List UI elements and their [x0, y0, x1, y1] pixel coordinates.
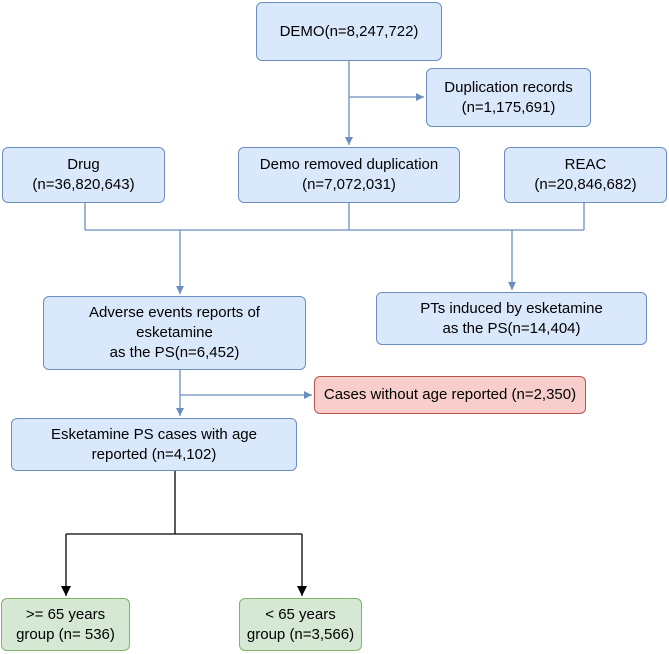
drug-count: (n=36,820,643) [32, 176, 135, 193]
reac-count: (n=20,846,682) [534, 176, 637, 193]
duplication-records-box: Duplication records (n=1,175,691) [426, 68, 591, 127]
demo-label: DEMO(n=8,247,722) [279, 22, 419, 40]
lt65-line2: group (n=3,566) [246, 625, 355, 643]
pts-induced-box: PTs induced by esketamine as the PS(n=14… [376, 292, 647, 345]
adverse-events-line3: as the PS(n=6,452) [109, 344, 240, 361]
duplication-label: Duplication records [444, 78, 573, 96]
lt65-line1: < 65 years [265, 605, 336, 623]
cases-without-age-label: Cases without age reported (n=2,350) [323, 386, 577, 403]
ge65-group-box: >= 65 years group (n= 536) [1, 598, 130, 651]
lt65-group-box: < 65 years group (n=3,566) [239, 598, 362, 651]
adverse-events-box: Adverse events reports of esketamine as … [43, 296, 306, 370]
ge65-line2: group (n= 536) [16, 625, 115, 643]
demo-removed-label: Demo removed duplication [259, 156, 439, 173]
adverse-events-line1: Adverse events reports of [89, 304, 260, 321]
drug-box: Drug (n=36,820,643) [2, 147, 165, 203]
reac-box: REAC (n=20,846,682) [504, 147, 667, 203]
demo-box: DEMO(n=8,247,722) [256, 2, 442, 61]
pts-induced-line1: PTs induced by esketamine [420, 299, 603, 317]
demo-removed-box: Demo removed duplication (n=7,072,031) [238, 147, 460, 203]
cases-without-age-box: Cases without age reported (n=2,350) [314, 376, 586, 414]
cases-with-age-box: Esketamine PS cases with age reported (n… [11, 418, 297, 471]
pts-induced-line2: as the PS(n=14,404) [442, 319, 581, 337]
cases-with-age-line2: reported (n=4,102) [91, 445, 217, 463]
drug-label: Drug [67, 156, 100, 173]
cases-with-age-line1: Esketamine PS cases with age [51, 425, 257, 443]
duplication-count: (n=1,175,691) [461, 98, 556, 116]
adverse-events-line2: esketamine [136, 324, 213, 341]
ge65-line1: >= 65 years [25, 605, 106, 623]
reac-label: REAC [564, 156, 607, 173]
demo-removed-count: (n=7,072,031) [302, 176, 396, 193]
